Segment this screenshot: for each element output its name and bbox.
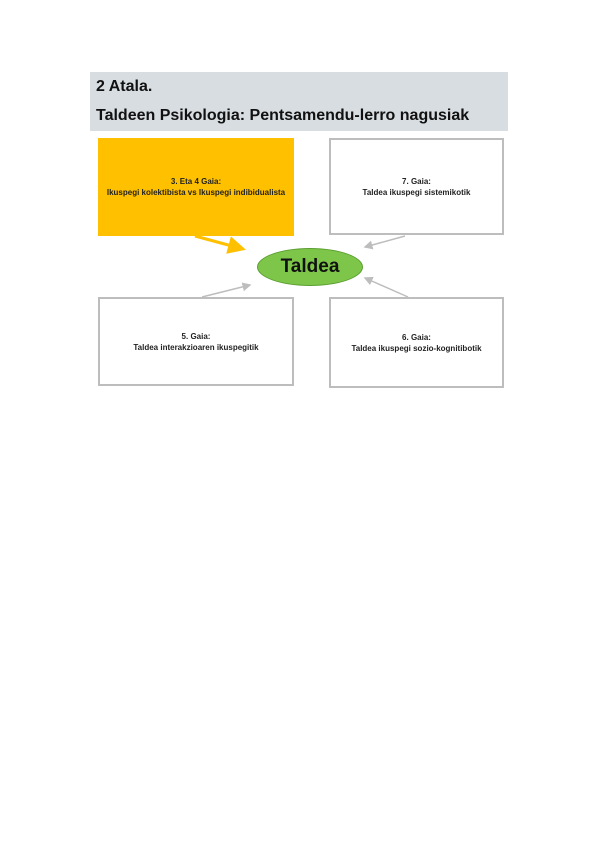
topic-box-gaia-6: 6. Gaia: Taldea ikuspegi sozio-kognitibo… — [329, 297, 504, 388]
arrow-from-gaia-3-4 — [194, 234, 246, 254]
topic-box-gaia-5: 5. Gaia: Taldea interakzioaren ikuspegit… — [98, 297, 294, 386]
topic-title: 3. Eta 4 Gaia: — [170, 177, 222, 186]
center-label: Taldea — [280, 256, 340, 277]
section-header: 2 Atala. Taldeen Psikologia: Pentsamendu… — [90, 72, 508, 131]
arrow-from-gaia-5 — [201, 282, 252, 298]
topic-title: 5. Gaia: — [181, 331, 211, 341]
topic-subtitle: Taldea ikuspegi sozio-kognitibotik — [351, 343, 482, 353]
arrow-from-gaia-7 — [363, 235, 406, 250]
topic-subtitle: Ikuspegi kolektibista vs Ikuspegi indibi… — [106, 188, 286, 197]
topic-subtitle: Taldea ikuspegi sistemikotik — [362, 187, 471, 197]
topic-title: 6. Gaia: — [402, 332, 431, 342]
topic-box-gaia-7: 7. Gaia: Taldea ikuspegi sistemikotik — [329, 138, 504, 235]
center-node-taldea: Taldea — [257, 248, 363, 286]
arrow-from-gaia-6 — [363, 276, 409, 298]
section-title: Taldeen Psikologia: Pentsamendu-lerro na… — [96, 107, 470, 124]
section-number: 2 Atala. — [96, 78, 153, 95]
topic-box-gaia-3-4: 3. Eta 4 Gaia: Ikuspegi kolektibista vs … — [98, 138, 294, 236]
topic-title: 7. Gaia: — [402, 176, 431, 186]
topic-subtitle: Taldea interakzioaren ikuspegitik — [133, 342, 259, 352]
